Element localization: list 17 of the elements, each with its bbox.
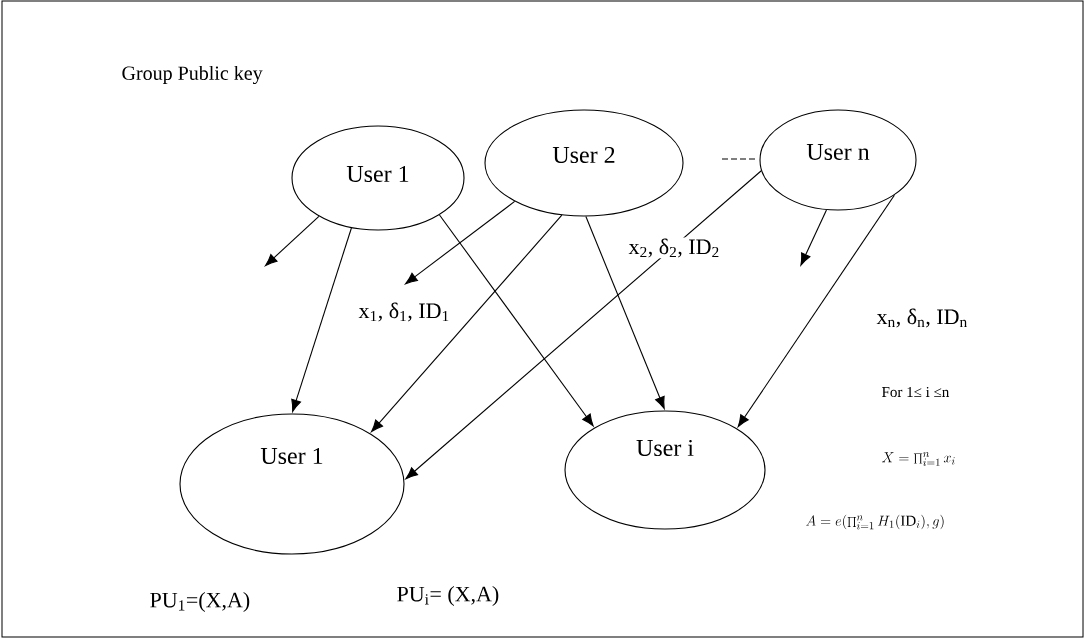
label-text: PU$_{i}$= (X,A) <box>395 585 501 607</box>
arrow <box>438 214 594 427</box>
arrow <box>800 209 827 266</box>
formula: $A=e(\prod_{i=1}^{n} H_{1}(\mathrm{ID}_{i}),g)$ <box>804 513 946 531</box>
arrow <box>265 215 320 267</box>
arrow <box>405 170 762 480</box>
arrow <box>371 214 563 433</box>
label-text: x$_{2}$, δ$_{2}$, ID$_{2}$ <box>627 237 721 259</box>
formula: $X= \prod_{i=1}^{n} x_{i}$ <box>880 451 957 467</box>
label-text: x$_{1}$, δ$_{1}$, ID$_{1}$ <box>357 301 451 323</box>
arrow <box>405 200 516 285</box>
arrow <box>737 194 895 428</box>
arrow <box>291 227 352 412</box>
label-text: PU$_{1}$=(X,A) <box>148 591 252 613</box>
label-text: For 1≤ i ≤n <box>880 385 951 399</box>
arrow <box>585 216 665 409</box>
label-text: x$_{n}$, δ$_{n}$, ID$_{n}$ <box>875 307 969 329</box>
